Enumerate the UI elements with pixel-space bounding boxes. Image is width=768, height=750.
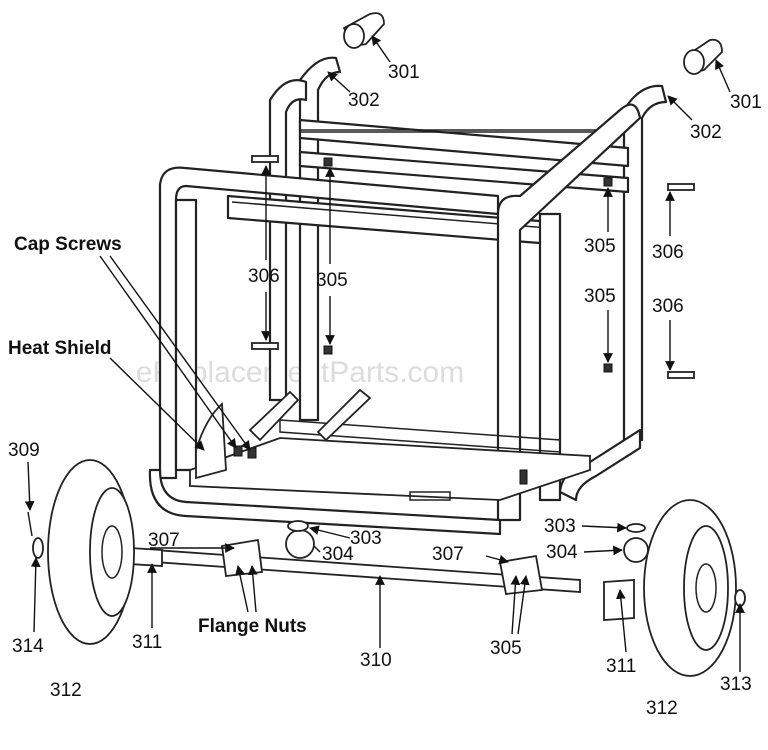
axle-bushing-311-right bbox=[603, 579, 635, 621]
base-slot bbox=[409, 491, 451, 501]
callout-305-right-lower: 305 bbox=[584, 286, 616, 307]
callout-311-left: 311 bbox=[132, 632, 162, 653]
label-cap-screws: Cap Screws bbox=[14, 234, 122, 255]
handle-grips bbox=[342, 12, 723, 75]
callout-303-center: 303 bbox=[350, 528, 382, 549]
cap-screw-right bbox=[247, 447, 257, 459]
front-cross-bar-edge bbox=[231, 201, 549, 229]
callout-305-left: 305 bbox=[316, 270, 348, 291]
callout-312-left: 312 bbox=[50, 680, 82, 701]
nut-305-lower-left bbox=[323, 345, 333, 355]
grip-301-right-end bbox=[683, 49, 705, 75]
wheel-hub-left bbox=[101, 525, 123, 579]
wheel-rim-right bbox=[683, 525, 729, 651]
bolt-306-lower-right bbox=[667, 371, 695, 379]
bolt-306-lower-left bbox=[251, 342, 279, 350]
back-left-frame bbox=[268, 79, 308, 402]
leader-lines bbox=[24, 35, 745, 672]
callout-304-center: 304 bbox=[322, 544, 354, 565]
callout-311-right: 311 bbox=[606, 656, 636, 677]
callout-labels: 301 302 301 302 306 305 305 305 306 306 … bbox=[8, 62, 762, 719]
label-flange-nuts: Flange Nuts bbox=[198, 616, 307, 637]
callout-314: 314 bbox=[12, 636, 44, 657]
mount-bracket-right bbox=[316, 388, 372, 442]
callout-310: 310 bbox=[360, 650, 392, 671]
nut-305-lower-right bbox=[603, 363, 613, 373]
spacer-304-right bbox=[623, 537, 649, 563]
front-bottom-rail bbox=[148, 468, 502, 536]
axle-bracket-307-right bbox=[498, 554, 544, 595]
callout-307-right: 307 bbox=[432, 544, 464, 565]
callout-303-right: 303 bbox=[544, 516, 576, 537]
base-rear-rail bbox=[279, 419, 561, 453]
heat-shield bbox=[195, 402, 227, 480]
bolt-306-upper-left bbox=[251, 155, 279, 163]
callout-304-right: 304 bbox=[546, 542, 578, 563]
wheel-312-left bbox=[47, 459, 135, 645]
axle-bracket-307-left bbox=[220, 538, 264, 577]
front-left-upright-inner bbox=[174, 198, 198, 472]
callout-301-right: 301 bbox=[730, 92, 762, 113]
callout-309: 309 bbox=[8, 440, 40, 461]
washer-303-right bbox=[626, 523, 646, 533]
wheel-312-right bbox=[643, 499, 737, 677]
label-heat-shield: Heat Shield bbox=[8, 338, 111, 359]
back-right-upright bbox=[622, 84, 668, 442]
spacer-304-center bbox=[285, 529, 315, 559]
callout-305-axle: 305 bbox=[490, 638, 522, 659]
callout-306-right-lower: 306 bbox=[652, 296, 684, 317]
nut-305-upper-left bbox=[323, 157, 333, 167]
base-plate bbox=[189, 437, 591, 501]
grip-301-left-end bbox=[343, 23, 365, 49]
wheel-hub-right bbox=[695, 563, 717, 613]
callout-306-right-upper: 306 bbox=[652, 242, 684, 263]
callout-301-left: 301 bbox=[388, 62, 420, 83]
cap-screw-left bbox=[233, 445, 243, 457]
callout-302-left: 302 bbox=[348, 90, 380, 111]
wheel-rim-left bbox=[89, 487, 135, 617]
mount-bracket-left bbox=[248, 390, 300, 442]
callout-306-left: 306 bbox=[248, 266, 280, 287]
nut-305-upper-right bbox=[603, 177, 613, 187]
frame bbox=[148, 56, 668, 536]
back-left-upright bbox=[298, 56, 342, 422]
callout-312-right: 312 bbox=[646, 698, 678, 719]
callout-307-left: 307 bbox=[148, 530, 180, 551]
nut-313 bbox=[734, 589, 746, 607]
fasteners bbox=[233, 155, 695, 485]
washer-314 bbox=[32, 537, 44, 559]
pin-309 bbox=[27, 511, 33, 537]
callout-302-right: 302 bbox=[690, 122, 722, 143]
washer-303-center bbox=[287, 520, 309, 532]
front-right-upright bbox=[496, 103, 642, 522]
bolt-306-upper-right bbox=[667, 183, 695, 191]
right-inner-upright bbox=[538, 212, 562, 502]
callout-313: 313 bbox=[720, 674, 752, 695]
front-top-rail bbox=[158, 166, 500, 480]
callout-305-right-upper: 305 bbox=[584, 236, 616, 257]
frame-bolt bbox=[519, 469, 528, 485]
